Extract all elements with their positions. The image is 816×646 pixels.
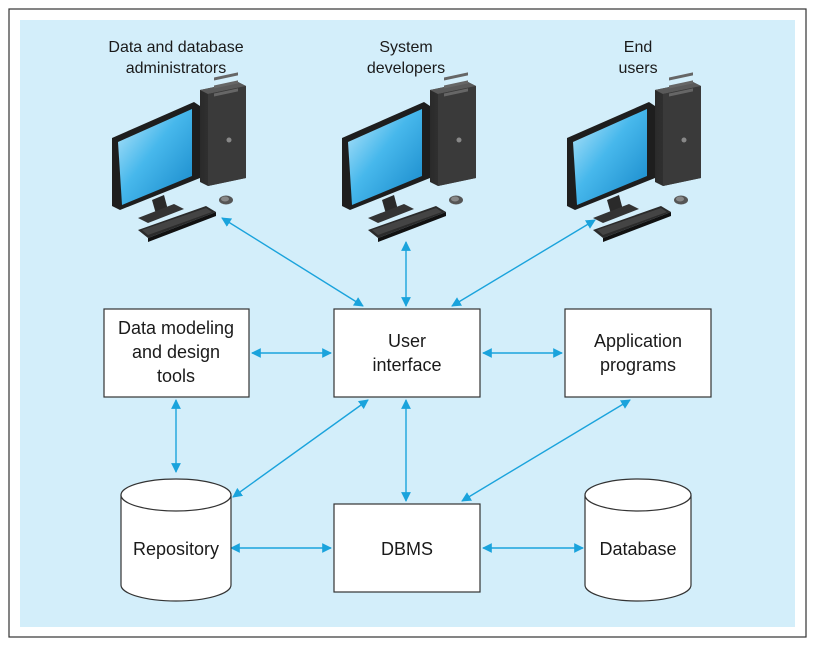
database-label: Database — [599, 539, 676, 559]
box-dbms: DBMS — [333, 503, 481, 593]
arrow-endusers-ui — [451, 219, 596, 307]
endusers-label-line-2: users — [618, 60, 657, 77]
database-cylinder-icon: Repository — [120, 478, 232, 602]
application-programs-label-line-2: programs — [600, 355, 676, 375]
arrow-admins-ui — [221, 217, 364, 307]
repository-label: Repository — [133, 539, 219, 559]
dbms-label: DBMS — [381, 539, 433, 559]
user-group-admins: Data and database administrators — [108, 39, 246, 242]
application-programs-label-line-1: Application — [594, 331, 682, 351]
developers-label-line-1: System — [379, 39, 432, 56]
developers-label-line-2: developers — [367, 60, 445, 77]
box-application-programs: Application programs — [564, 308, 712, 398]
box-modeling-tools: Data modeling and design tools — [103, 308, 250, 398]
user-interface-label-line-2: interface — [372, 355, 441, 375]
modeling-tools-label-line-1: Data modeling — [118, 318, 234, 338]
user-group-developers: System developers — [342, 39, 476, 242]
user-interface-label-line-1: User — [388, 331, 426, 351]
admins-label-line-2: administrators — [126, 60, 226, 77]
connections — [171, 217, 631, 553]
arrow-ui-repository — [232, 399, 369, 498]
modeling-tools-label-line-3: tools — [157, 366, 195, 386]
admins-label-line-1: Data and database — [108, 39, 243, 56]
database-cylinder-icon: Database — [584, 478, 692, 602]
endusers-label-line-1: End — [624, 39, 652, 56]
modeling-tools-label-line-2: and design — [132, 342, 220, 362]
arrow-apps-dbms — [461, 399, 631, 502]
user-group-end-users: End users — [567, 39, 701, 242]
box-user-interface: User interface — [333, 308, 481, 398]
